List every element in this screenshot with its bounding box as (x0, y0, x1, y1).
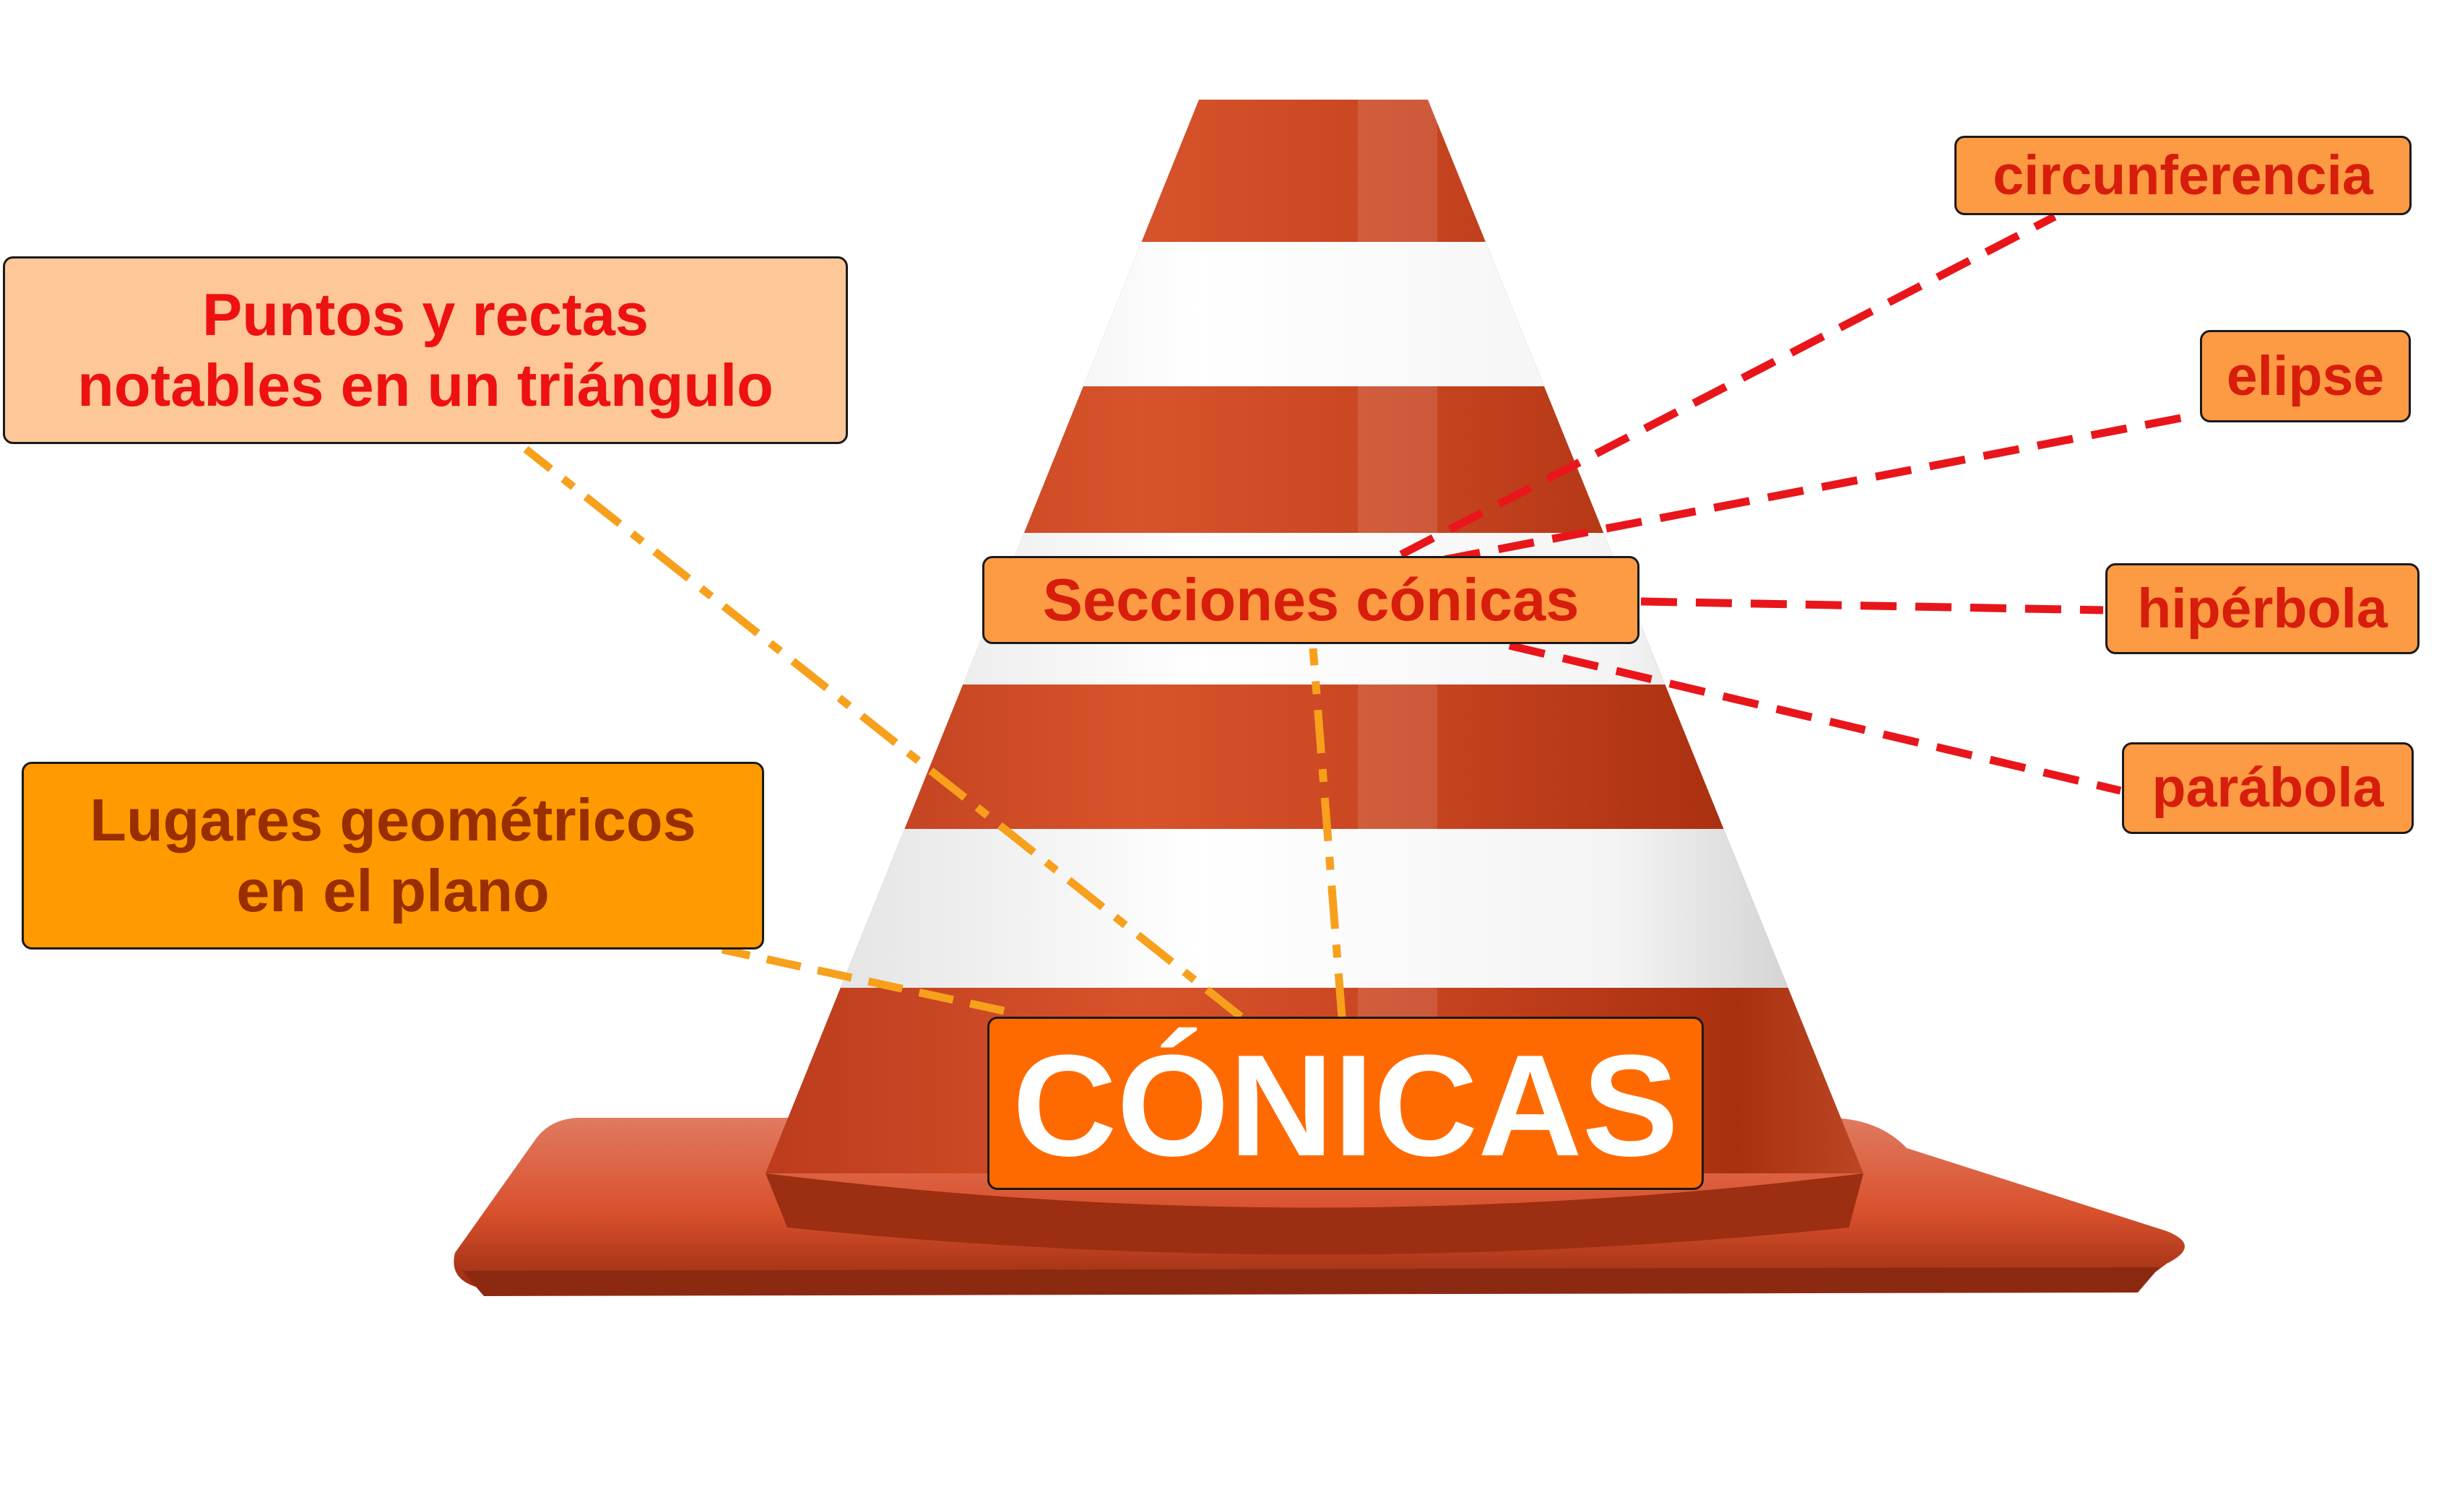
node-puntos-line-2: notables en un triángulo (77, 352, 774, 419)
node-circunferencia[interactable]: circunferencia (1954, 136, 2412, 215)
node-lugares-line-2: en el plano (236, 857, 550, 924)
edge-conicas-lugares (721, 945, 1005, 1015)
node-lugares-geometricos[interactable]: Lugares geométricos en el plano (22, 762, 764, 950)
connectors (523, 213, 2197, 1020)
node-conicas-label: CÓNICAS (1012, 1025, 1679, 1186)
node-hiperbola[interactable]: hipérbola (2105, 563, 2419, 654)
node-elipse-label: elipse (2226, 344, 2385, 407)
edge-secciones-circ (1399, 213, 2057, 558)
node-puntos-line-1: Puntos y rectas (202, 281, 649, 349)
edge-secciones-elipse (1443, 411, 2197, 564)
node-secciones-label: Secciones cónicas (1042, 566, 1580, 634)
node-lugares-line-1: Lugares geométricos (90, 786, 696, 854)
edge-secciones-hiper (1640, 597, 2104, 614)
cone-stripe-1 (766, 242, 1863, 386)
edge-secciones-parab (1508, 641, 2122, 795)
node-hiperbola-label: hipérbola (2137, 577, 2388, 640)
node-secciones-conicas[interactable]: Secciones cónicas (982, 556, 1639, 644)
node-elipse[interactable]: elipse (2200, 330, 2411, 422)
node-puntos-rectas-notables[interactable]: Puntos y rectas notables en un triángulo (3, 256, 848, 444)
edge-conicas-secciones (1309, 648, 1346, 1017)
cone-stripe-3 (766, 829, 1863, 988)
node-parabola[interactable]: parábola (2122, 742, 2414, 834)
edge-conicas-puntos (523, 446, 1244, 1020)
node-conicas-root[interactable]: CÓNICAS (987, 1017, 1704, 1190)
node-parabola-label: parábola (2152, 757, 2384, 820)
node-circunferencia-label: circunferencia (1993, 144, 2373, 207)
